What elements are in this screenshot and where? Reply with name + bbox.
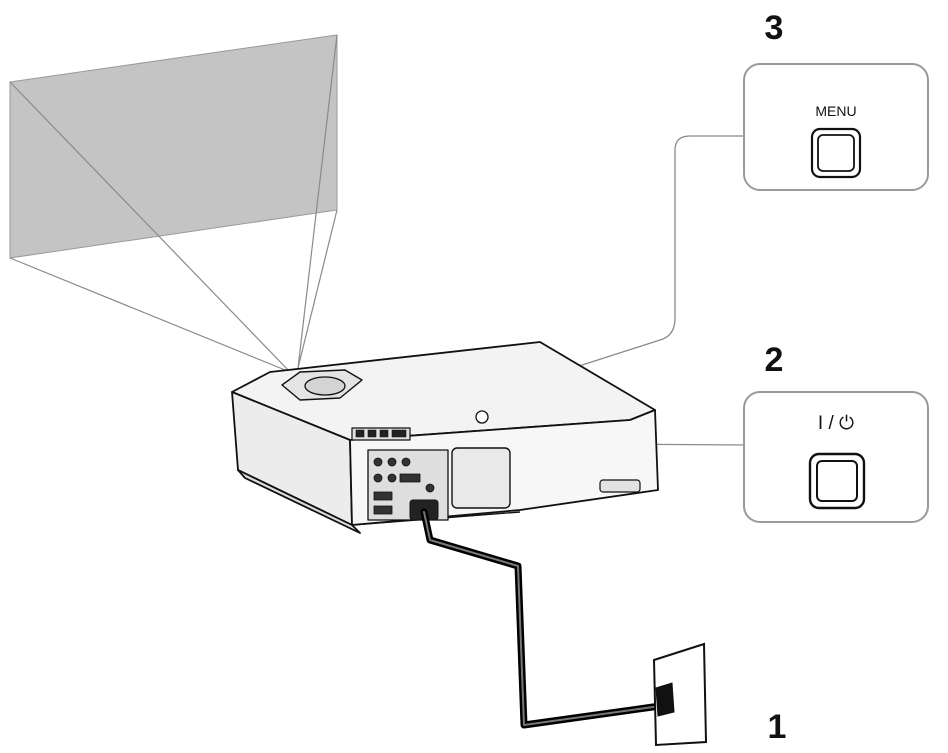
- projection-screen: [9, 34, 338, 373]
- power-cable: [420, 508, 680, 729]
- plug-icon: [655, 682, 675, 717]
- menu-button-label: MENU: [815, 103, 856, 119]
- wall-outlet-icon: [652, 642, 708, 747]
- power-button-label: I / ⏻: [818, 413, 854, 434]
- step-number-1: 1: [768, 708, 787, 746]
- callout-menu: [743, 63, 929, 191]
- step-number-3: 3: [765, 9, 784, 47]
- callout-power: [743, 391, 929, 523]
- step-number-2: 2: [765, 341, 784, 379]
- projector: [231, 341, 659, 534]
